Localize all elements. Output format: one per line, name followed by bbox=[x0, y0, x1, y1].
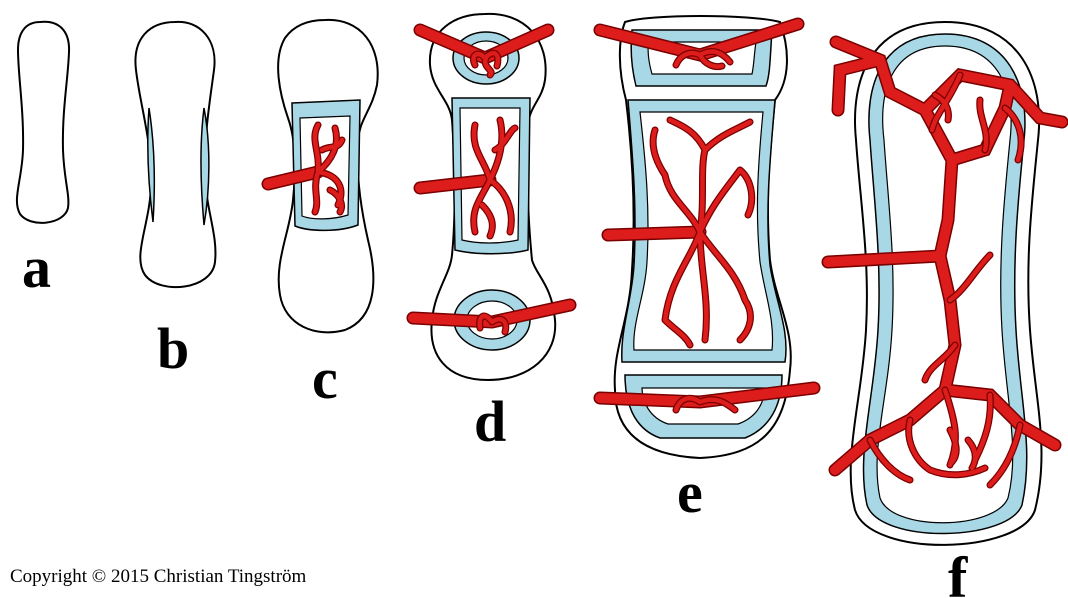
panel-e: e bbox=[600, 16, 814, 525]
cartilage-model-a bbox=[17, 22, 69, 223]
panel-f: f bbox=[828, 22, 1062, 598]
panel-label-a: a bbox=[22, 235, 51, 300]
panel-label-e: e bbox=[677, 460, 703, 525]
panel-d: d bbox=[413, 14, 570, 454]
copyright-notice: Copyright © 2015 Christian Tingström bbox=[10, 566, 306, 588]
panel-label-d: d bbox=[474, 389, 506, 454]
panel-c: c bbox=[268, 20, 378, 411]
panel-a: a bbox=[17, 22, 69, 300]
panel-b: b bbox=[135, 22, 215, 381]
panel-label-c: c bbox=[312, 346, 338, 411]
panel-label-f: f bbox=[948, 545, 968, 598]
panel-label-b: b bbox=[157, 316, 189, 381]
